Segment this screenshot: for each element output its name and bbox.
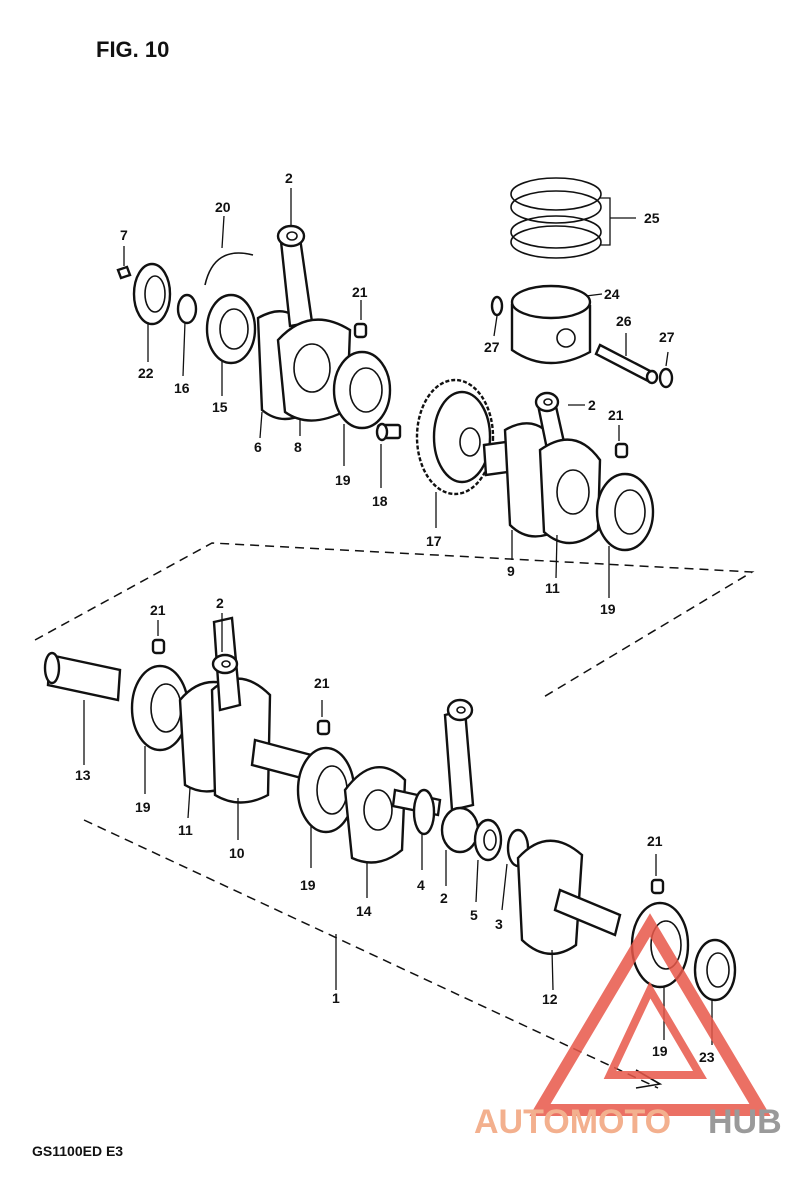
part-label-p20: 20 — [215, 199, 231, 215]
part-label-p21c: 21 — [150, 602, 166, 618]
part-label-p19d: 19 — [300, 877, 316, 893]
part-label-p24: 24 — [604, 286, 620, 302]
circlip-right — [658, 367, 674, 389]
part-label-p25: 25 — [644, 210, 660, 226]
part-label-p3: 3 — [495, 916, 503, 932]
dowel-21-e — [650, 878, 665, 895]
bolt-18 — [375, 422, 402, 488]
part-label-p12: 12 — [542, 991, 558, 1007]
bearing-19-b — [595, 472, 655, 598]
bearing-15 — [205, 293, 257, 396]
conrod-upper-1 — [276, 188, 314, 328]
part-label-p21a: 21 — [352, 284, 368, 300]
part-label-p14: 14 — [356, 903, 372, 919]
part-label-p4: 4 — [417, 877, 425, 893]
part-label-p21d: 21 — [314, 675, 330, 691]
part-label-p10: 10 — [229, 845, 245, 861]
part-label-p5: 5 — [470, 907, 478, 923]
part-label-p1: 1 — [332, 990, 340, 1006]
part-label-p19b: 19 — [600, 601, 616, 617]
assembly-boundary-lower — [83, 819, 659, 1089]
watermark-hub: HUB — [708, 1103, 782, 1141]
crank-web-14 — [343, 766, 407, 898]
part-label-p17: 17 — [426, 533, 442, 549]
part-label-p23: 23 — [699, 1049, 715, 1065]
circlip-left — [490, 295, 504, 317]
part-label-p26: 26 — [616, 313, 632, 329]
circlip-16 — [176, 293, 198, 325]
needle-bearing-5 — [473, 818, 503, 903]
part-label-p7: 7 — [120, 227, 128, 243]
thrust-washer-4 — [412, 788, 436, 836]
crank-web-10-11 — [178, 613, 272, 840]
figure-title: FIG. 10 — [96, 37, 169, 62]
part-label-p19a: 19 — [335, 472, 351, 488]
retaining-ring-20 — [204, 252, 254, 286]
part-label-p27a: 27 — [484, 339, 500, 355]
crank-assembly-upper-right — [482, 391, 602, 579]
part-label-p19e: 19 — [652, 1043, 668, 1059]
part-label-p2a: 2 — [285, 170, 293, 186]
part-label-p16: 16 — [174, 380, 190, 396]
part-label-p11a: 11 — [545, 580, 560, 596]
oil-seal-23 — [693, 938, 737, 1045]
watermark-logo — [529, 913, 771, 1116]
crankshaft-end-13 — [43, 651, 122, 765]
primary-gear-17 — [415, 378, 495, 528]
part-label-p27b: 27 — [659, 329, 675, 345]
part-label-p13: 13 — [75, 767, 91, 783]
piston-rings — [510, 177, 636, 259]
part-label-p8: 8 — [294, 439, 302, 455]
part-label-p2b: 2 — [588, 397, 596, 413]
dowel-21-c — [151, 638, 166, 655]
part-label-p19c: 19 — [135, 799, 151, 815]
bearing-19-a — [332, 350, 392, 466]
dowel-21-a — [353, 322, 368, 339]
model-code: GS1100ED E3 — [32, 1143, 123, 1159]
dowel-21-b — [614, 442, 629, 459]
watermark-triangle-icon — [529, 913, 771, 1116]
piston — [510, 284, 603, 365]
dowel-21-d — [316, 719, 331, 736]
bearing-19-c — [130, 664, 190, 794]
conrod-lower — [440, 698, 480, 886]
part-label-p21e: 21 — [647, 833, 663, 849]
oil-seal-22 — [132, 262, 172, 362]
assembly-boundary-upper — [34, 542, 755, 699]
part-label-p11b: 11 — [178, 822, 193, 838]
part-label-p2c: 2 — [216, 595, 224, 611]
part-label-p15: 15 — [212, 399, 228, 415]
part-label-p22: 22 — [138, 365, 154, 381]
part-label-p6: 6 — [254, 439, 262, 455]
part-label-p9: 9 — [507, 563, 515, 579]
part-label-p18: 18 — [372, 493, 388, 509]
bearing-19-d — [296, 746, 356, 868]
part-label-p2d: 2 — [440, 890, 448, 906]
piston-pin — [594, 333, 659, 385]
part-label-p21b: 21 — [608, 407, 624, 423]
watermark-auto: AUTOMOTO — [474, 1103, 671, 1141]
crank-web-12 — [516, 839, 622, 991]
dowel-pin-7 — [116, 265, 132, 280]
